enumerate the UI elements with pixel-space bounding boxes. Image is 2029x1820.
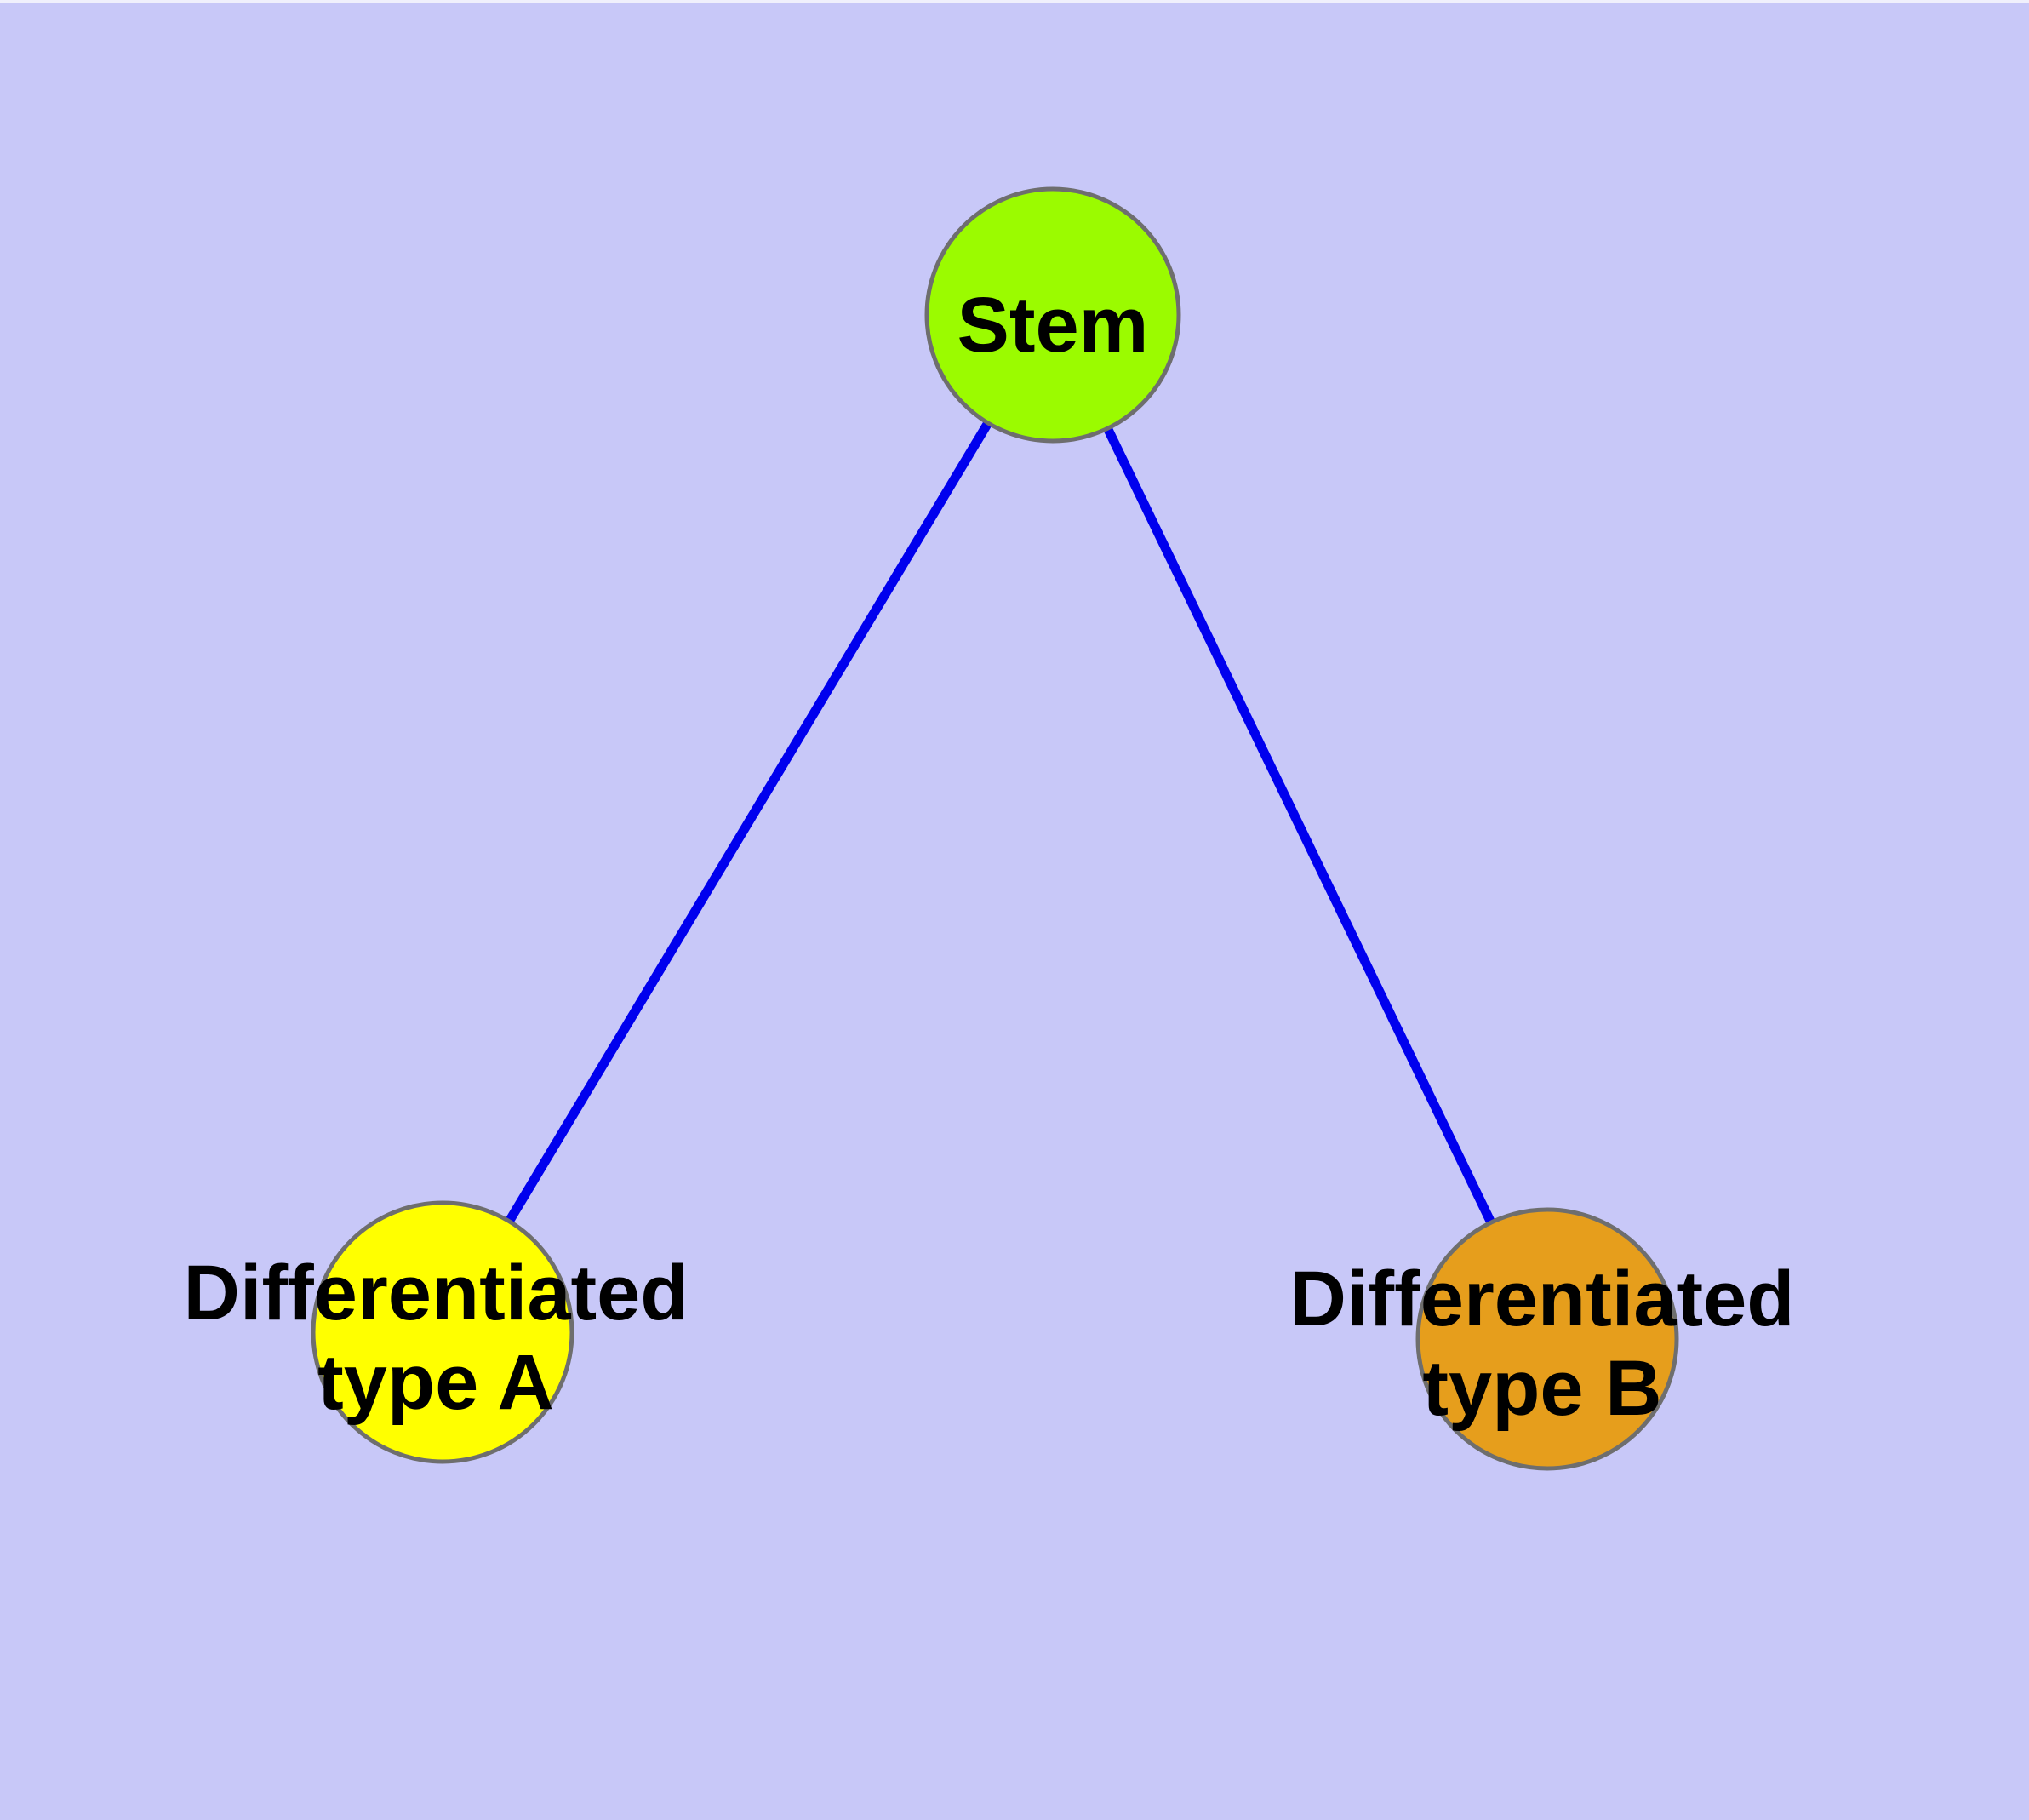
node-stem-label: Stem	[957, 282, 1149, 369]
top-edge-strip	[0, 0, 2029, 3]
edge-stem-to-type-b	[1049, 312, 1552, 1342]
edge-stem-to-type-a	[438, 312, 1057, 1335]
node-type-b-label-line-1: Differentiated	[1290, 1256, 1795, 1342]
node-type-a-label-line-1: Differentiated	[184, 1250, 689, 1336]
node-differentiated-type-b	[1415, 1207, 1679, 1471]
node-type-b-label-line-2: type B	[1422, 1345, 1661, 1432]
node-type-a-label-line-2: type A	[317, 1339, 554, 1426]
node-differentiated-type-a	[311, 1200, 574, 1464]
node-stem	[924, 186, 1181, 444]
